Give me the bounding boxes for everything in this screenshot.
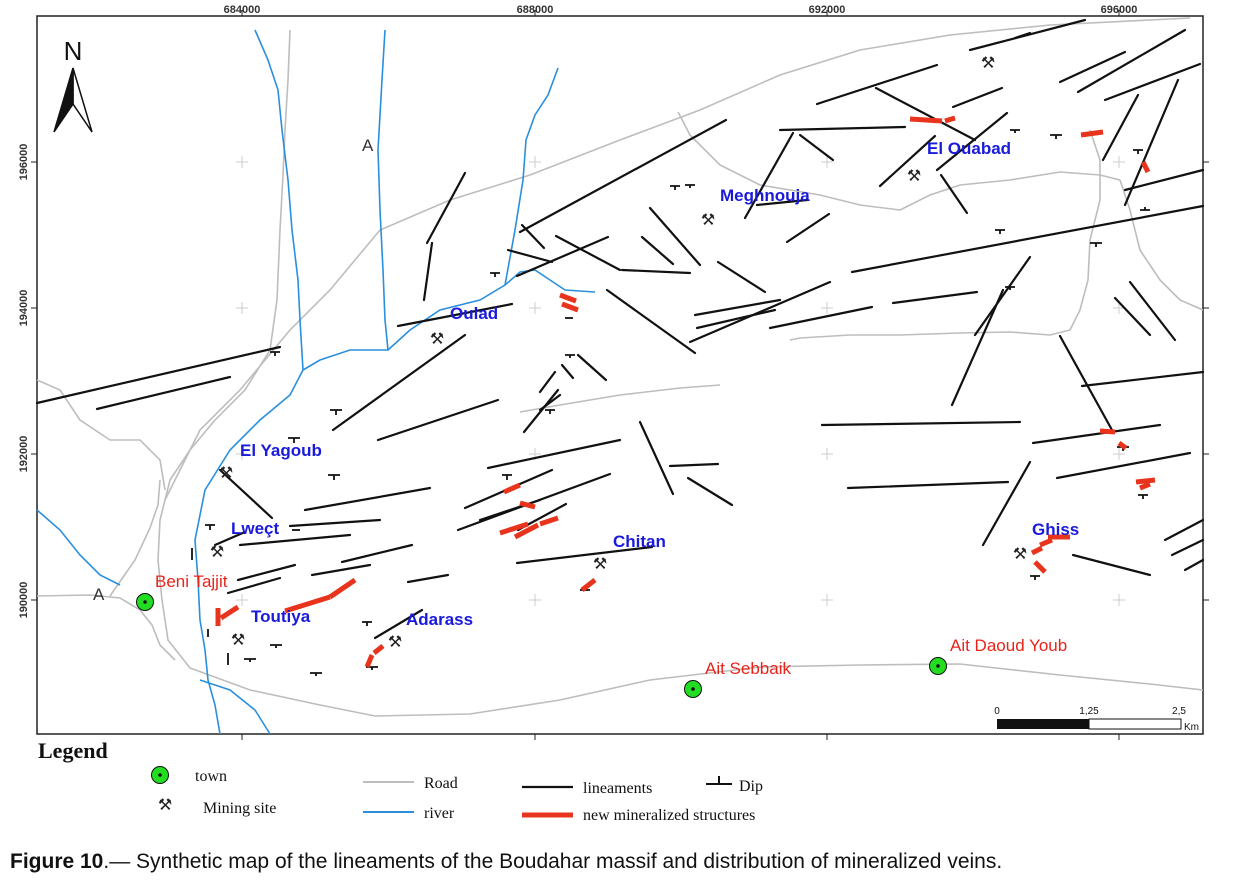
lineaments [35,18,1205,640]
x-tick-label: 684000 [224,4,261,16]
scale-tick-label: 0 [994,706,1000,717]
y-axis-ticks [31,161,1209,601]
place-label: Oulad [450,304,498,323]
x-tick-label: 688000 [517,4,554,16]
mining-site-icon: ⚒ [907,168,921,185]
mining-site-icon: ⚒ [219,465,233,482]
legend-town-icon [151,766,169,784]
north-arrow: N [53,36,93,133]
place-label: Adarass [406,610,473,629]
mining-site-icon: ⚒ [1013,546,1027,563]
new-mineralized-structures [215,115,1156,668]
dip-symbols [191,129,1150,676]
place-label: El Yagoub [240,441,322,460]
figure-number: Figure 10 [10,850,104,873]
section-label: A [362,136,374,155]
scale-unit: Km [1184,722,1199,733]
mining-site-icon: ⚒ [210,544,224,561]
y-tick-label: 196000 [18,144,30,181]
legend-river-label: river [424,805,455,822]
town-label: Ait Daoud Youb [950,636,1067,655]
mining-sites: ⚒ ⚒ ⚒ ⚒ ⚒ ⚒ ⚒ ⚒ ⚒ ⚒ [210,55,1027,651]
legend-mineralized-label: new mineralized structures [583,807,755,824]
town-icon [136,593,154,611]
place-label: Ghiss [1032,520,1079,539]
map-frame [36,15,1204,735]
mining-site-icon: ⚒ [981,55,995,72]
y-tick-label: 190000 [18,582,30,619]
legend-mining-site-label: Mining site [203,800,276,817]
legend-dip-icon [706,776,732,785]
place-label: Chitan [613,532,666,551]
grid-crosses [236,156,1125,606]
town-label: Ait Sebbaik [705,659,791,678]
mining-site-icon: ⚒ [430,331,444,348]
x-axis-ticks [241,10,1120,740]
scale-tick-label: 1,25 [1079,706,1099,717]
place-label: Toutiya [251,607,311,626]
mining-site-icon: ⚒ [231,632,245,649]
mining-site-icon: ⚒ [701,212,715,229]
x-tick-label: 692000 [809,4,846,16]
legend-title: Legend [38,738,108,763]
x-tick-label: 696000 [1101,4,1138,16]
place-label: Meghnouja [720,186,810,205]
figure-caption: Figure 10.— Synthetic map of the lineame… [10,850,1002,874]
caption-text: .— Synthetic map of the lineaments of th… [103,850,1003,873]
place-label: El Ouabad [927,139,1011,158]
town-icon [929,657,947,675]
legend-road-label: Road [424,775,458,792]
y-tick-label: 192000 [18,436,30,473]
legend-mining-site-icon: ⚒ [158,797,172,814]
map-figure: 684000 688000 692000 696000 196000 19400… [18,4,1209,824]
scale-bar: 0 1,25 2,5 Km [994,706,1199,733]
town-icon [684,680,702,698]
y-tick-label: 194000 [18,290,30,327]
mining-site-icon: ⚒ [593,556,607,573]
legend-dip-label: Dip [739,778,763,795]
legend: Legend town ⚒ Mining site Road river lin… [38,738,763,824]
legend-lineaments-label: lineaments [583,780,652,797]
legend-town-label: town [195,768,227,785]
place-label: Lweçt [231,519,280,538]
town-label: Beni Tajjit [155,572,228,591]
section-label: A [93,585,105,604]
roads [36,17,1204,717]
north-label: N [64,36,83,66]
towns [136,593,947,698]
mining-site-icon: ⚒ [388,634,402,651]
scale-tick-label: 2,5 [1172,706,1186,717]
